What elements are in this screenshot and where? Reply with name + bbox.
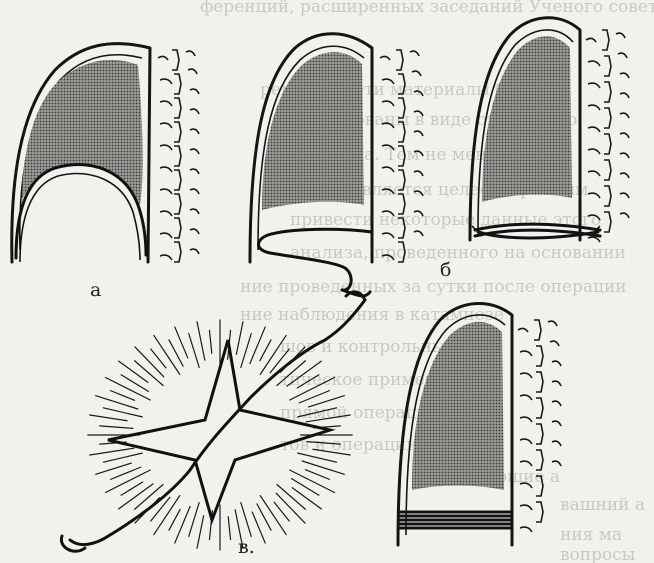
panel-b3-spine — [518, 320, 561, 532]
background-text-line: ние проведенных за сутки после операции — [240, 277, 627, 297]
background-text-line: вашний а — [560, 495, 645, 515]
radial-ray — [135, 361, 163, 386]
radial-ray — [277, 484, 305, 509]
radial-ray — [292, 488, 321, 509]
radial-ray — [100, 426, 133, 429]
radial-ray — [260, 340, 271, 361]
panel-a-spine — [158, 50, 199, 262]
radial-ray — [135, 484, 163, 509]
label-a: а — [90, 279, 101, 301]
background-text-line: ференций, расширенных заседаний Ученого … — [200, 0, 654, 17]
radial-ray — [119, 484, 153, 509]
radial-ray — [103, 453, 142, 462]
radial-ray — [111, 391, 135, 401]
radial-ray — [228, 517, 230, 540]
background-text-line: вопросы — [560, 545, 635, 563]
panel-b2-lung — [470, 18, 600, 240]
radial-ray — [197, 322, 205, 360]
label-b: б — [440, 259, 451, 281]
radial-ray — [302, 461, 344, 474]
radial-ray — [209, 330, 211, 353]
radial-ray — [292, 479, 319, 496]
radial-ray — [236, 322, 243, 354]
radial-ray — [121, 375, 148, 392]
radial-ray — [241, 503, 251, 537]
radial-ray — [260, 496, 286, 535]
background-text-line: шов и контрольные — [280, 337, 455, 357]
radial-ray — [154, 335, 180, 374]
label-v: в. — [238, 536, 255, 558]
background-text-line: анализа, проведенного на основании — [290, 243, 626, 263]
radial-ray — [276, 493, 305, 523]
radial-ray — [135, 347, 164, 377]
panel-b3-suture-bundle — [400, 512, 512, 528]
radial-ray — [250, 327, 265, 364]
radial-ray — [305, 470, 329, 480]
radial-ray — [169, 509, 180, 530]
background-text-line: привести некоторые данные этого — [290, 210, 601, 230]
radial-ray — [119, 361, 148, 382]
radial-ray — [90, 415, 127, 421]
background-text-line: ние наблюдения в катамнезе — [240, 305, 504, 325]
radial-ray — [90, 448, 134, 455]
radial-ray — [189, 503, 199, 537]
background-text-line: ния ма — [560, 525, 622, 545]
panel-a-lung — [12, 44, 150, 262]
radial-ray — [197, 516, 204, 548]
radial-ray — [175, 506, 190, 543]
radial-ray — [103, 408, 142, 417]
radial-ray — [241, 334, 251, 368]
radial-ray — [96, 396, 138, 409]
radial-ray — [189, 334, 199, 368]
radial-ray — [105, 470, 150, 493]
